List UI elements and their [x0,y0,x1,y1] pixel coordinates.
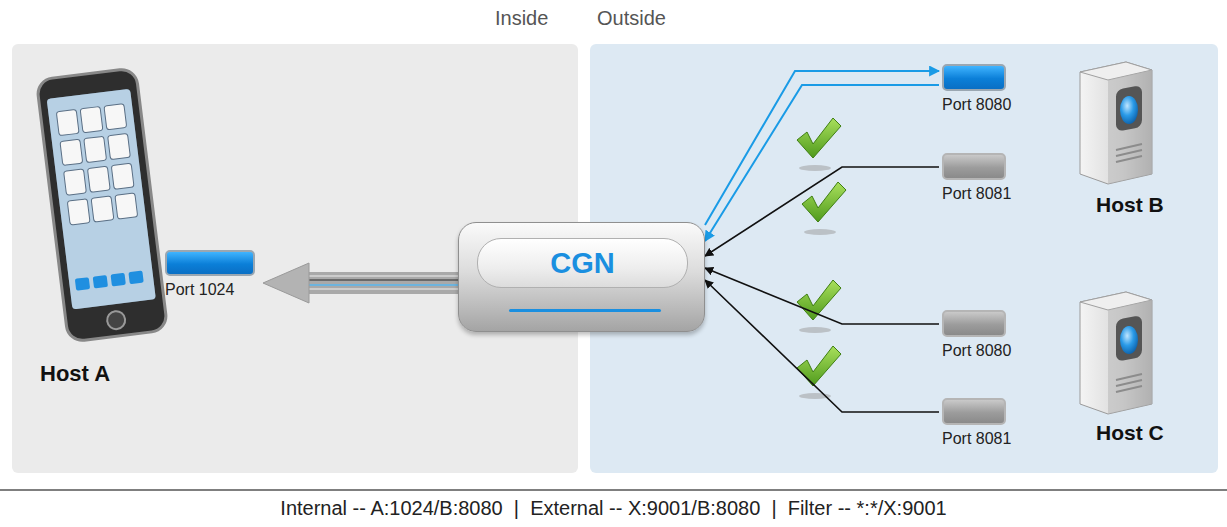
port-slot [942,310,1006,337]
check-mark [802,182,846,235]
separator-line [0,489,1227,491]
port-label: Port 1024 [165,281,255,299]
port-slot [942,153,1006,180]
host-label: Host A [40,361,110,387]
arrow-stripe [309,288,458,290]
nat-flow-line [705,85,939,241]
host-label: Host B [1096,193,1164,217]
host-label: Host C [1096,421,1164,445]
inbound-line [705,268,939,324]
caption: Internal -- A:1024/B:8080 | External -- … [0,497,1227,520]
nat-device: CGN [458,222,705,332]
port-label: Port 8080 [942,342,1012,360]
port-label: Port 8080 [942,96,1012,114]
region-label: Outside [597,7,666,30]
server-icon [1080,62,1152,184]
port-box: Port 8080 [942,310,1012,360]
port-box: Port 8080 [942,64,1012,114]
status-light [509,309,661,312]
port-slot [942,398,1006,425]
port-slot [165,250,255,276]
port-box: Port 8081 [942,398,1012,448]
server-icon [1080,292,1152,414]
device-name: CGN [550,247,614,280]
port-box: Port 8081 [942,153,1012,203]
arrow-stripe [309,279,458,281]
device-window: CGN [477,238,688,288]
port-label: Port 8081 [942,430,1012,448]
flow-arrow [263,263,458,303]
inbound-line [705,280,939,412]
check-mark [797,280,841,333]
arrow-head [263,263,309,303]
nat-flow-line [705,71,939,225]
port-slot [942,64,1006,91]
region-label: Inside [495,7,548,30]
arrow-shaft [309,272,458,294]
arrow-stripe [309,284,458,286]
port-box: Port 1024 [165,250,255,299]
check-mark [797,346,841,399]
arrow-stripe [309,275,458,277]
inbound-line [705,167,939,256]
phone-icon [36,68,167,342]
check-mark [797,118,841,171]
port-label: Port 8081 [942,185,1012,203]
